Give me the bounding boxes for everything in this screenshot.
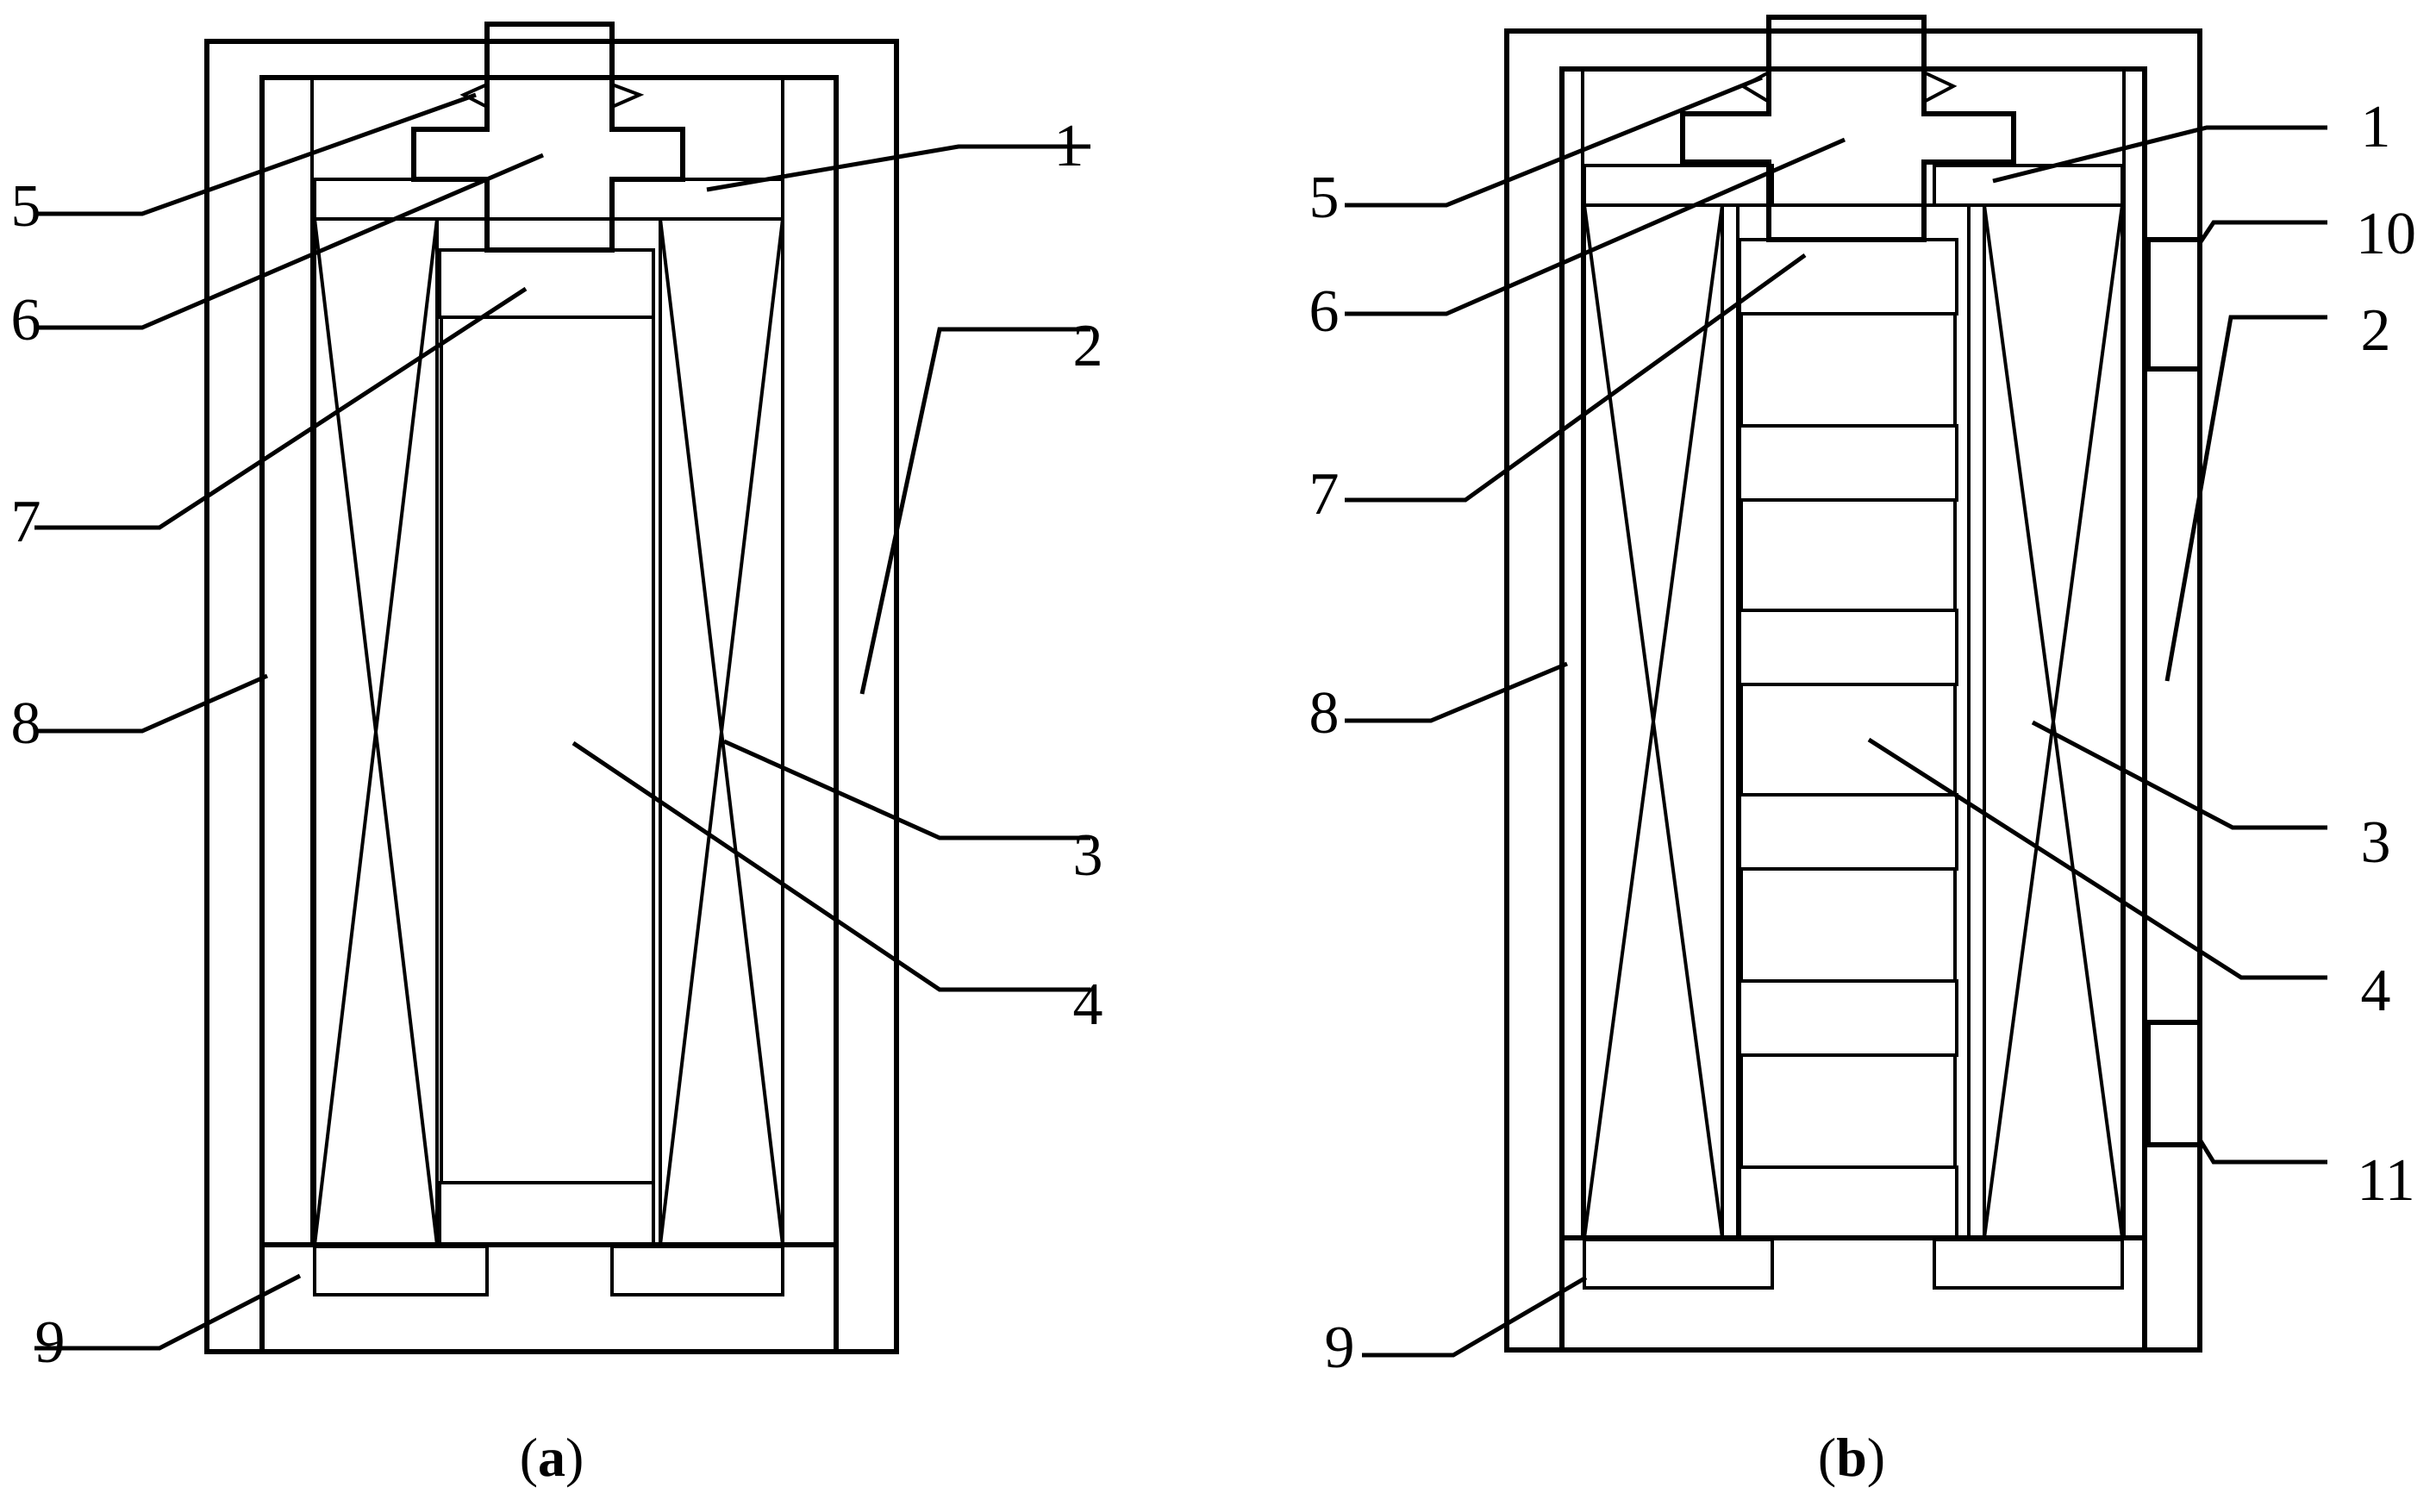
label-6: 6: [11, 287, 41, 353]
label-9: 9: [35, 1309, 66, 1376]
label-4: 4: [2361, 958, 2391, 1024]
coil-right-a: [659, 217, 784, 1246]
spacer-5-b: [1738, 979, 1958, 1057]
end-plate-a: [259, 1242, 839, 1354]
rod-segment-1-b: [1740, 312, 1957, 428]
leader-lines-b: [1345, 75, 2327, 1358]
spring-left-b: [1739, 71, 1771, 103]
labels-a: 1 2 3 4 5 6 7 8 9: [11, 113, 1103, 1376]
spacer-3-b: [1738, 609, 1958, 686]
label-7: 7: [1309, 461, 1340, 528]
spacer-6-b: [1738, 1165, 1958, 1240]
spacer-2-b: [1738, 424, 1958, 502]
label-11: 11: [2357, 1147, 2414, 1214]
rod-segment-5-b: [1740, 1053, 1957, 1169]
bottom-insulator-left-b: [1583, 1238, 1774, 1290]
rod-segment-3-b: [1740, 683, 1957, 797]
caption-b: (b): [1818, 1427, 1885, 1488]
end-plate-b: [1559, 1235, 2147, 1353]
label-7: 7: [11, 489, 41, 555]
leader-lines-a: [34, 92, 1090, 1351]
label-5: 5: [11, 173, 41, 240]
drive-rod-a: [440, 316, 655, 1184]
housing-b: [1504, 28, 2202, 1353]
coil-left-b: [1583, 203, 1724, 1240]
caption-a: (a): [520, 1427, 584, 1488]
label-3: 3: [2361, 809, 2391, 876]
bore-liner-b: [1736, 203, 1971, 1240]
label-5: 5: [1309, 165, 1340, 231]
segmented-drive-rod-b: [1738, 238, 1958, 1240]
label-1: 1: [1054, 113, 1084, 179]
label-3: 3: [1073, 822, 1103, 889]
label-2: 2: [2361, 297, 2391, 364]
rod-segment-4-b: [1740, 867, 1957, 983]
label-9: 9: [1325, 1315, 1355, 1381]
top-insulator-left-a: [313, 178, 489, 221]
window-11-b: [2146, 1020, 2202, 1147]
coil-left-a: [313, 217, 439, 1246]
labels-b: 1 2 3 4 5 6 7 8 9 10 11: [1309, 94, 2417, 1381]
label-2: 2: [1073, 313, 1103, 379]
spacer-top-a: [438, 248, 655, 319]
panel-b: 1 2 3 4 5 6 7 8 9 10 11 (b): [1309, 15, 2417, 1488]
label-1: 1: [2361, 94, 2391, 160]
bore-tube-b: [1721, 203, 1986, 1240]
rod-segment-2-b: [1740, 498, 1957, 612]
bottom-insulator-right-b: [1933, 1238, 2124, 1290]
spacer-4-b: [1738, 793, 1958, 871]
output-rod-a: [411, 22, 685, 253]
top-insulator-right-a: [610, 178, 784, 221]
label-8: 8: [1309, 680, 1340, 747]
spring-right-a: [611, 83, 645, 109]
label-8: 8: [11, 690, 41, 757]
bottom-insulator-right-a: [610, 1245, 784, 1296]
label-4: 4: [1073, 972, 1103, 1038]
bottom-insulator-left-a: [313, 1245, 489, 1296]
window-10-b: [2146, 237, 2202, 372]
coil-right-b: [1983, 203, 2124, 1240]
spring-right-b: [1923, 71, 1958, 103]
label-6: 6: [1309, 278, 1340, 345]
bore-tube-a: [435, 217, 662, 1246]
label-10: 10: [2356, 201, 2416, 267]
panel-a: 1 2 3 4 5 6 7 8 9 (a): [11, 22, 1103, 1488]
spring-left-a: [459, 83, 488, 109]
spacer-bottom-a: [438, 1181, 655, 1246]
